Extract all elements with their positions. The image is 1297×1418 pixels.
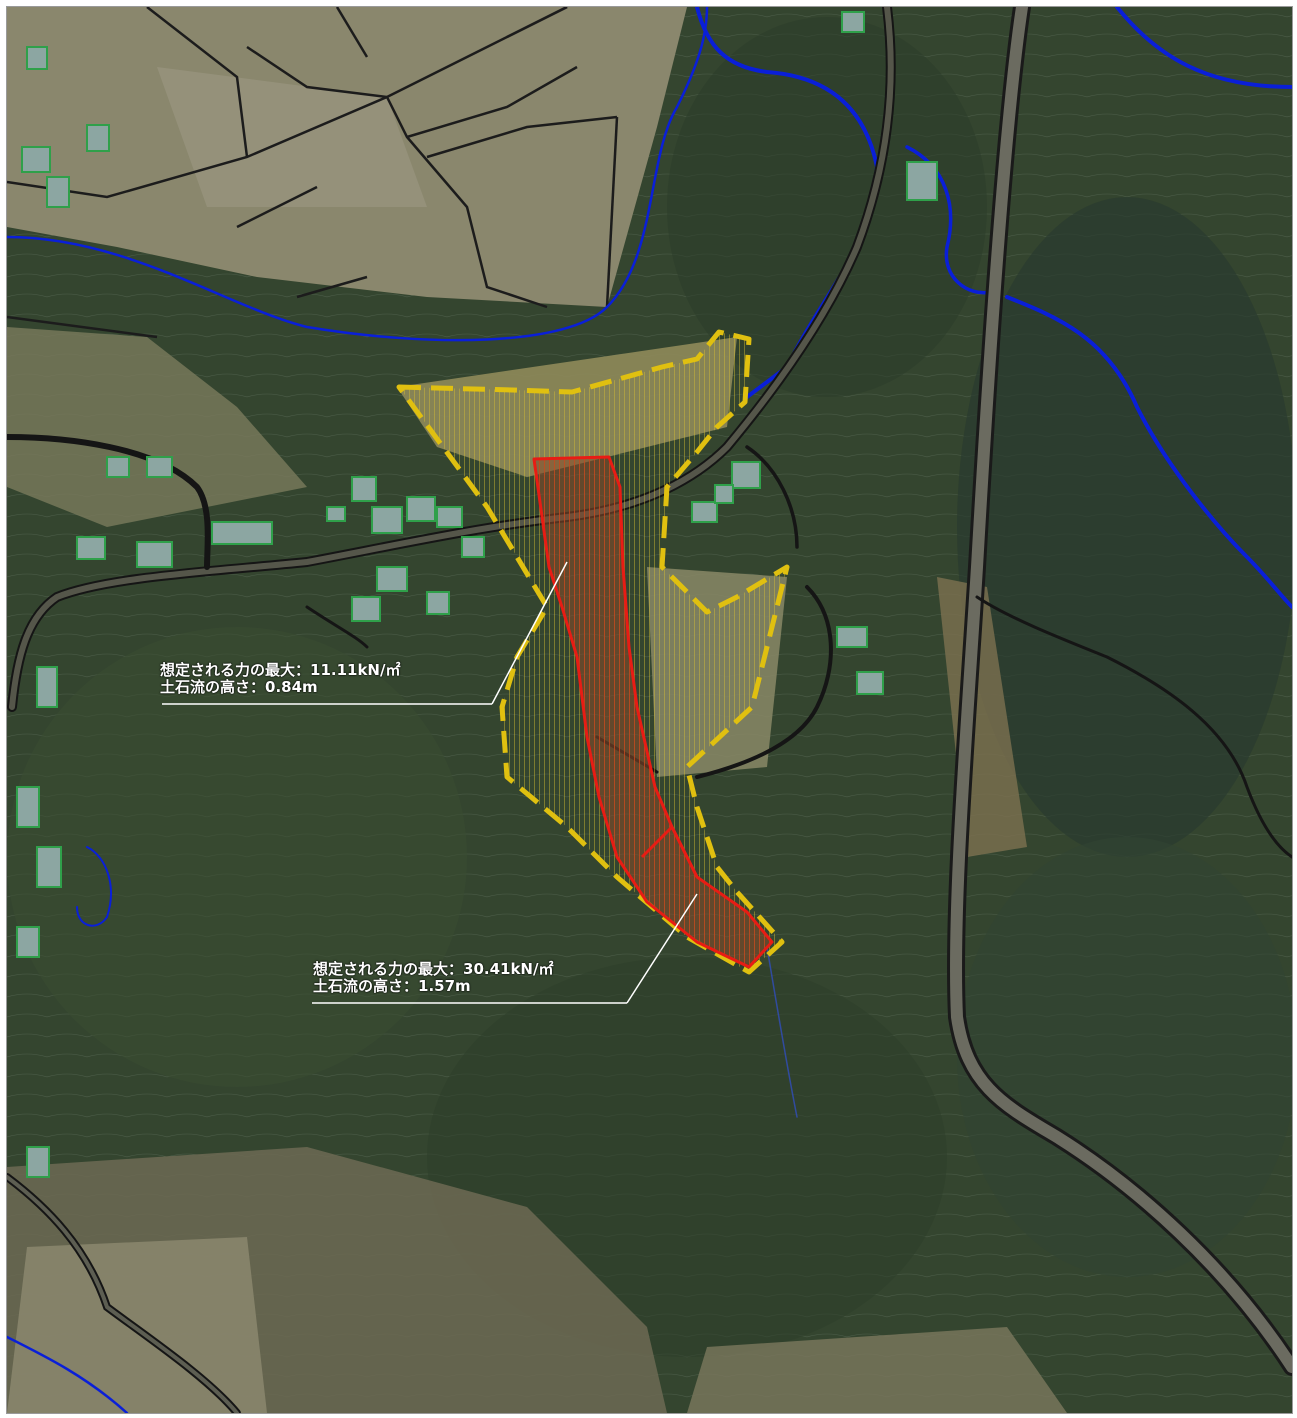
callout-lower-force: 想定される力の最大：30.41kN/㎡ <box>313 960 554 978</box>
special-warning-zone-outline <box>532 455 774 969</box>
callout-upper-height: 土石流の高さ：0.84m <box>160 678 318 696</box>
special-warning-zone-divider <box>640 824 699 878</box>
field-boundaries <box>7 7 619 339</box>
callout-leader-1-diagonal <box>491 561 568 705</box>
callout-upper: 想定される力の最大：11.11kN/㎡ 土石流の高さ：0.84m <box>160 662 400 696</box>
callout-lower-height: 土石流の高さ：1.57m <box>313 977 471 995</box>
callout-leader-2-diagonal <box>626 893 698 1004</box>
callout-lower: 想定される力の最大：30.41kN/㎡ 土石流の高さ：1.57m <box>313 961 553 995</box>
aerial-map-canvas <box>7 7 1292 1413</box>
callout-upper-force: 想定される力の最大：11.11kN/㎡ <box>160 661 401 679</box>
hazard-map: 想定される力の最大：11.11kN/㎡ 土石流の高さ：0.84m 想定される力の… <box>6 6 1293 1414</box>
buildings <box>16 11 938 1178</box>
roads <box>7 7 1292 1413</box>
